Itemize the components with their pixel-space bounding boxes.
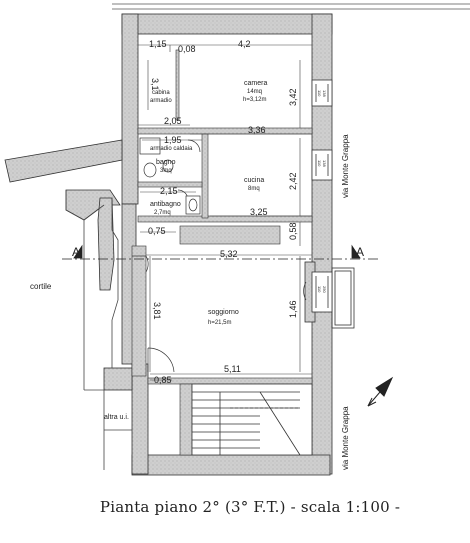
north-arrow-icon xyxy=(367,376,394,407)
fixture-note: armadio caldaia xyxy=(150,146,193,152)
dim-5-11: 5,11 xyxy=(224,364,241,374)
room-camera-height: h=3,12m xyxy=(243,97,267,103)
window-note-1a: 110 xyxy=(317,90,322,97)
dim-3-81: 3,81 xyxy=(152,302,162,320)
dim-2-42: 2,42 xyxy=(288,172,298,190)
dim-3-42: 3,42 xyxy=(288,88,298,106)
window-note-3a: 110 xyxy=(317,286,322,293)
window-note-1b: 138 xyxy=(322,90,327,97)
room-cucina-area: 8mq xyxy=(248,186,260,192)
dim-1-15: 1,15 xyxy=(149,39,167,49)
room-bagno-name: bagno xyxy=(156,159,176,166)
dim-5-32: 5,32 xyxy=(220,249,238,259)
section-mark-left: A xyxy=(72,245,80,259)
dim-0-75: 0,75 xyxy=(148,226,166,236)
dim-3-25: 3,25 xyxy=(250,207,268,217)
dim-0-08: 0,08 xyxy=(178,44,196,54)
window-note-3b: 250 xyxy=(322,286,327,293)
street-label-upper: via Monte Grappa xyxy=(341,134,350,198)
room-antibagno-name: antibagno xyxy=(150,201,181,208)
windows xyxy=(311,79,333,313)
room-bagno-area: 3mq xyxy=(160,168,172,174)
dim-2-15: 2,15 xyxy=(160,186,178,196)
dim-2-05: 2,05 xyxy=(164,116,182,126)
street-label-lower: via Monte Grappa xyxy=(341,406,350,470)
dim-3-1: 3,1 xyxy=(150,78,160,91)
dim-1-95: 1,95 xyxy=(164,135,182,145)
plan-caption: Pianta piano 2° (3° F.T.) - scala 1:100 … xyxy=(99,498,401,516)
section-mark-right: A xyxy=(356,245,364,259)
window-note-2a: 110 xyxy=(317,160,322,167)
dim-0-58: 0,58 xyxy=(288,222,298,240)
top-boundary xyxy=(112,3,470,10)
neighbour-walls xyxy=(4,139,316,391)
window-note-2b: 138 xyxy=(322,160,327,167)
staircase xyxy=(191,383,313,456)
room-camera-name: camera xyxy=(244,80,267,87)
room-cucina-name: cucina xyxy=(244,177,264,184)
room-soggiorno-height: h=21,5m xyxy=(208,320,232,326)
balcony xyxy=(331,267,355,329)
dimension-lines xyxy=(138,44,312,381)
room-cabina-name: cabina xyxy=(152,90,170,96)
dim-0-85: 0,85 xyxy=(154,375,172,385)
courtyard-outline xyxy=(65,190,132,470)
room-camera-area: 14mq xyxy=(247,89,262,95)
label-altra-ui: altra u.i. xyxy=(104,414,129,421)
room-cabina-name2: armadio xyxy=(150,98,172,104)
bathroom-fixtures xyxy=(139,137,201,215)
exterior-walls xyxy=(121,13,333,476)
doors xyxy=(132,139,307,373)
room-antibagno-area: 2,7mq xyxy=(154,210,171,216)
dim-3-36: 3,36 xyxy=(248,125,266,135)
label-cortile: cortile xyxy=(30,282,52,291)
section-line xyxy=(62,244,378,260)
dim-1-46: 1,46 xyxy=(288,300,298,318)
dim-4-2: 4,2 xyxy=(238,39,251,49)
room-soggiorno-name: soggiorno xyxy=(208,309,239,316)
